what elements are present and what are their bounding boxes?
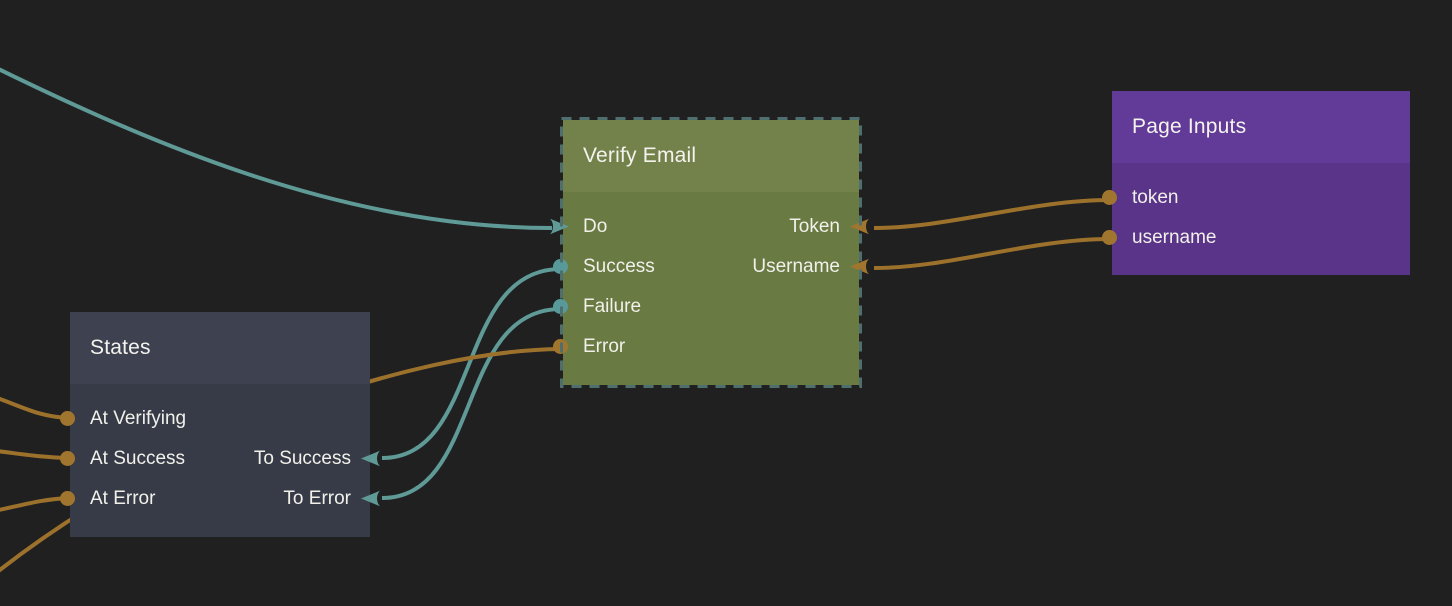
wire-to-do[interactable] bbox=[0, 50, 553, 230]
port-row: At Verifying bbox=[60, 399, 370, 439]
wire-success-to-to-success[interactable] bbox=[381, 267, 562, 460]
port-label-right: Username bbox=[752, 256, 840, 277]
port-label-right: Token bbox=[789, 216, 840, 237]
node-page-inputs[interactable]: Page Inputs token username bbox=[1102, 91, 1410, 275]
port-row: token bbox=[1102, 178, 1410, 218]
wire-at-error-out[interactable] bbox=[0, 496, 69, 519]
node-title: Page Inputs bbox=[1132, 115, 1247, 138]
output-port-dot-icon[interactable] bbox=[1102, 190, 1117, 205]
port-label-left: Error bbox=[583, 336, 626, 357]
port-label-left: username bbox=[1132, 227, 1217, 248]
port-label-left: Do bbox=[583, 216, 608, 237]
port-row: Do Token bbox=[550, 207, 869, 247]
wire-username-to-username[interactable] bbox=[873, 237, 1111, 270]
port-row: At Success To Success bbox=[60, 439, 380, 479]
output-port-dot-icon[interactable] bbox=[553, 259, 568, 274]
input-port-arrow-icon[interactable] bbox=[546, 218, 570, 235]
wire-failure-to-to-error[interactable] bbox=[381, 307, 562, 500]
node-body: token username bbox=[1102, 163, 1410, 258]
output-port-dot-icon[interactable] bbox=[60, 411, 75, 426]
port-label-right: To Error bbox=[283, 488, 351, 509]
input-port-arrow-icon[interactable] bbox=[360, 450, 384, 467]
node-header[interactable]: Verify Email bbox=[563, 120, 859, 192]
node-header[interactable]: Page Inputs bbox=[1112, 91, 1410, 163]
wire-token-to-token[interactable] bbox=[873, 198, 1111, 230]
node-title: States bbox=[90, 336, 151, 359]
wire-at-verifying-out[interactable] bbox=[0, 386, 69, 420]
port-row: Failure bbox=[553, 287, 859, 327]
port-label-left: At Success bbox=[90, 448, 186, 469]
wire-at-success-out[interactable] bbox=[0, 446, 69, 460]
port-label-left: At Error bbox=[90, 488, 156, 509]
node-body: At Verifying At Success To Success At Error… bbox=[60, 384, 380, 519]
output-port-dot-icon[interactable] bbox=[60, 451, 75, 466]
port-label-left: Failure bbox=[583, 296, 642, 317]
port-label-left: At Verifying bbox=[90, 408, 187, 429]
input-port-arrow-icon[interactable] bbox=[849, 258, 873, 275]
port-label-left: Success bbox=[583, 256, 655, 277]
port-row: Error bbox=[553, 327, 859, 367]
output-port-dot-icon[interactable] bbox=[553, 299, 568, 314]
port-label-left: token bbox=[1132, 187, 1179, 208]
input-port-arrow-icon[interactable] bbox=[360, 490, 384, 507]
port-row: At Error To Error bbox=[60, 479, 380, 519]
node-title: Verify Email bbox=[583, 144, 697, 167]
output-port-dot-icon[interactable] bbox=[60, 491, 75, 506]
output-port-dot-icon[interactable] bbox=[553, 339, 568, 354]
port-row: Success Username bbox=[553, 247, 869, 287]
input-port-arrow-icon[interactable] bbox=[849, 218, 873, 235]
port-label-right: To Success bbox=[253, 448, 351, 469]
node-header[interactable]: States bbox=[70, 312, 370, 384]
output-port-dot-icon[interactable] bbox=[1102, 230, 1117, 245]
port-row: username bbox=[1102, 218, 1410, 258]
